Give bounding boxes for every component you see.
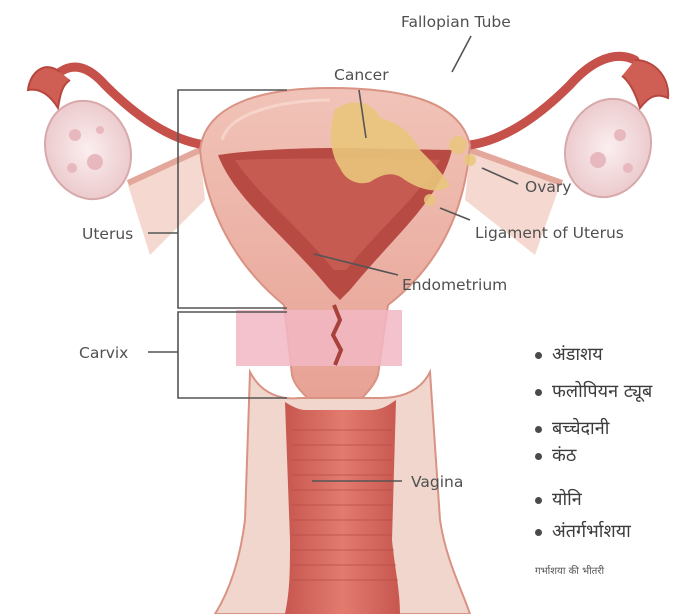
hindi-list-note: गर्भाशया की भीतरी [535, 563, 604, 577]
vagina [215, 372, 470, 614]
bullet-icon [535, 426, 542, 433]
hindi-list-item: बच्चेदानी [535, 416, 609, 440]
bullet-icon [535, 389, 542, 396]
label-ligament: Ligament of Uterus [475, 224, 624, 242]
hindi-list-item: अंतर्गर्भाशया [535, 519, 631, 543]
label-fallopian-tube: Fallopian Tube [401, 13, 511, 31]
cervix [236, 305, 402, 366]
hindi-list-item: योनि [535, 487, 582, 511]
bullet-icon [535, 453, 542, 460]
label-endometrium: Endometrium [402, 276, 507, 294]
hindi-list-item: कंठ [535, 443, 576, 467]
hindi-list-item: अंडाशय [535, 342, 603, 366]
label-ovary: Ovary [525, 178, 571, 196]
hindi-list-item: फलोपियन ट्यूब [535, 379, 652, 403]
bullet-icon [535, 497, 542, 504]
label-vagina: Vagina [411, 473, 463, 491]
bullet-icon [535, 352, 542, 359]
label-carvix: Carvix [79, 344, 128, 362]
bullet-icon [535, 529, 542, 536]
label-cancer: Cancer [334, 66, 389, 84]
label-uterus: Uterus [82, 225, 133, 243]
hindi-parts-list: अंडाशय फलोपियन ट्यूब बच्चेदानी कंठ योनि … [535, 342, 691, 614]
